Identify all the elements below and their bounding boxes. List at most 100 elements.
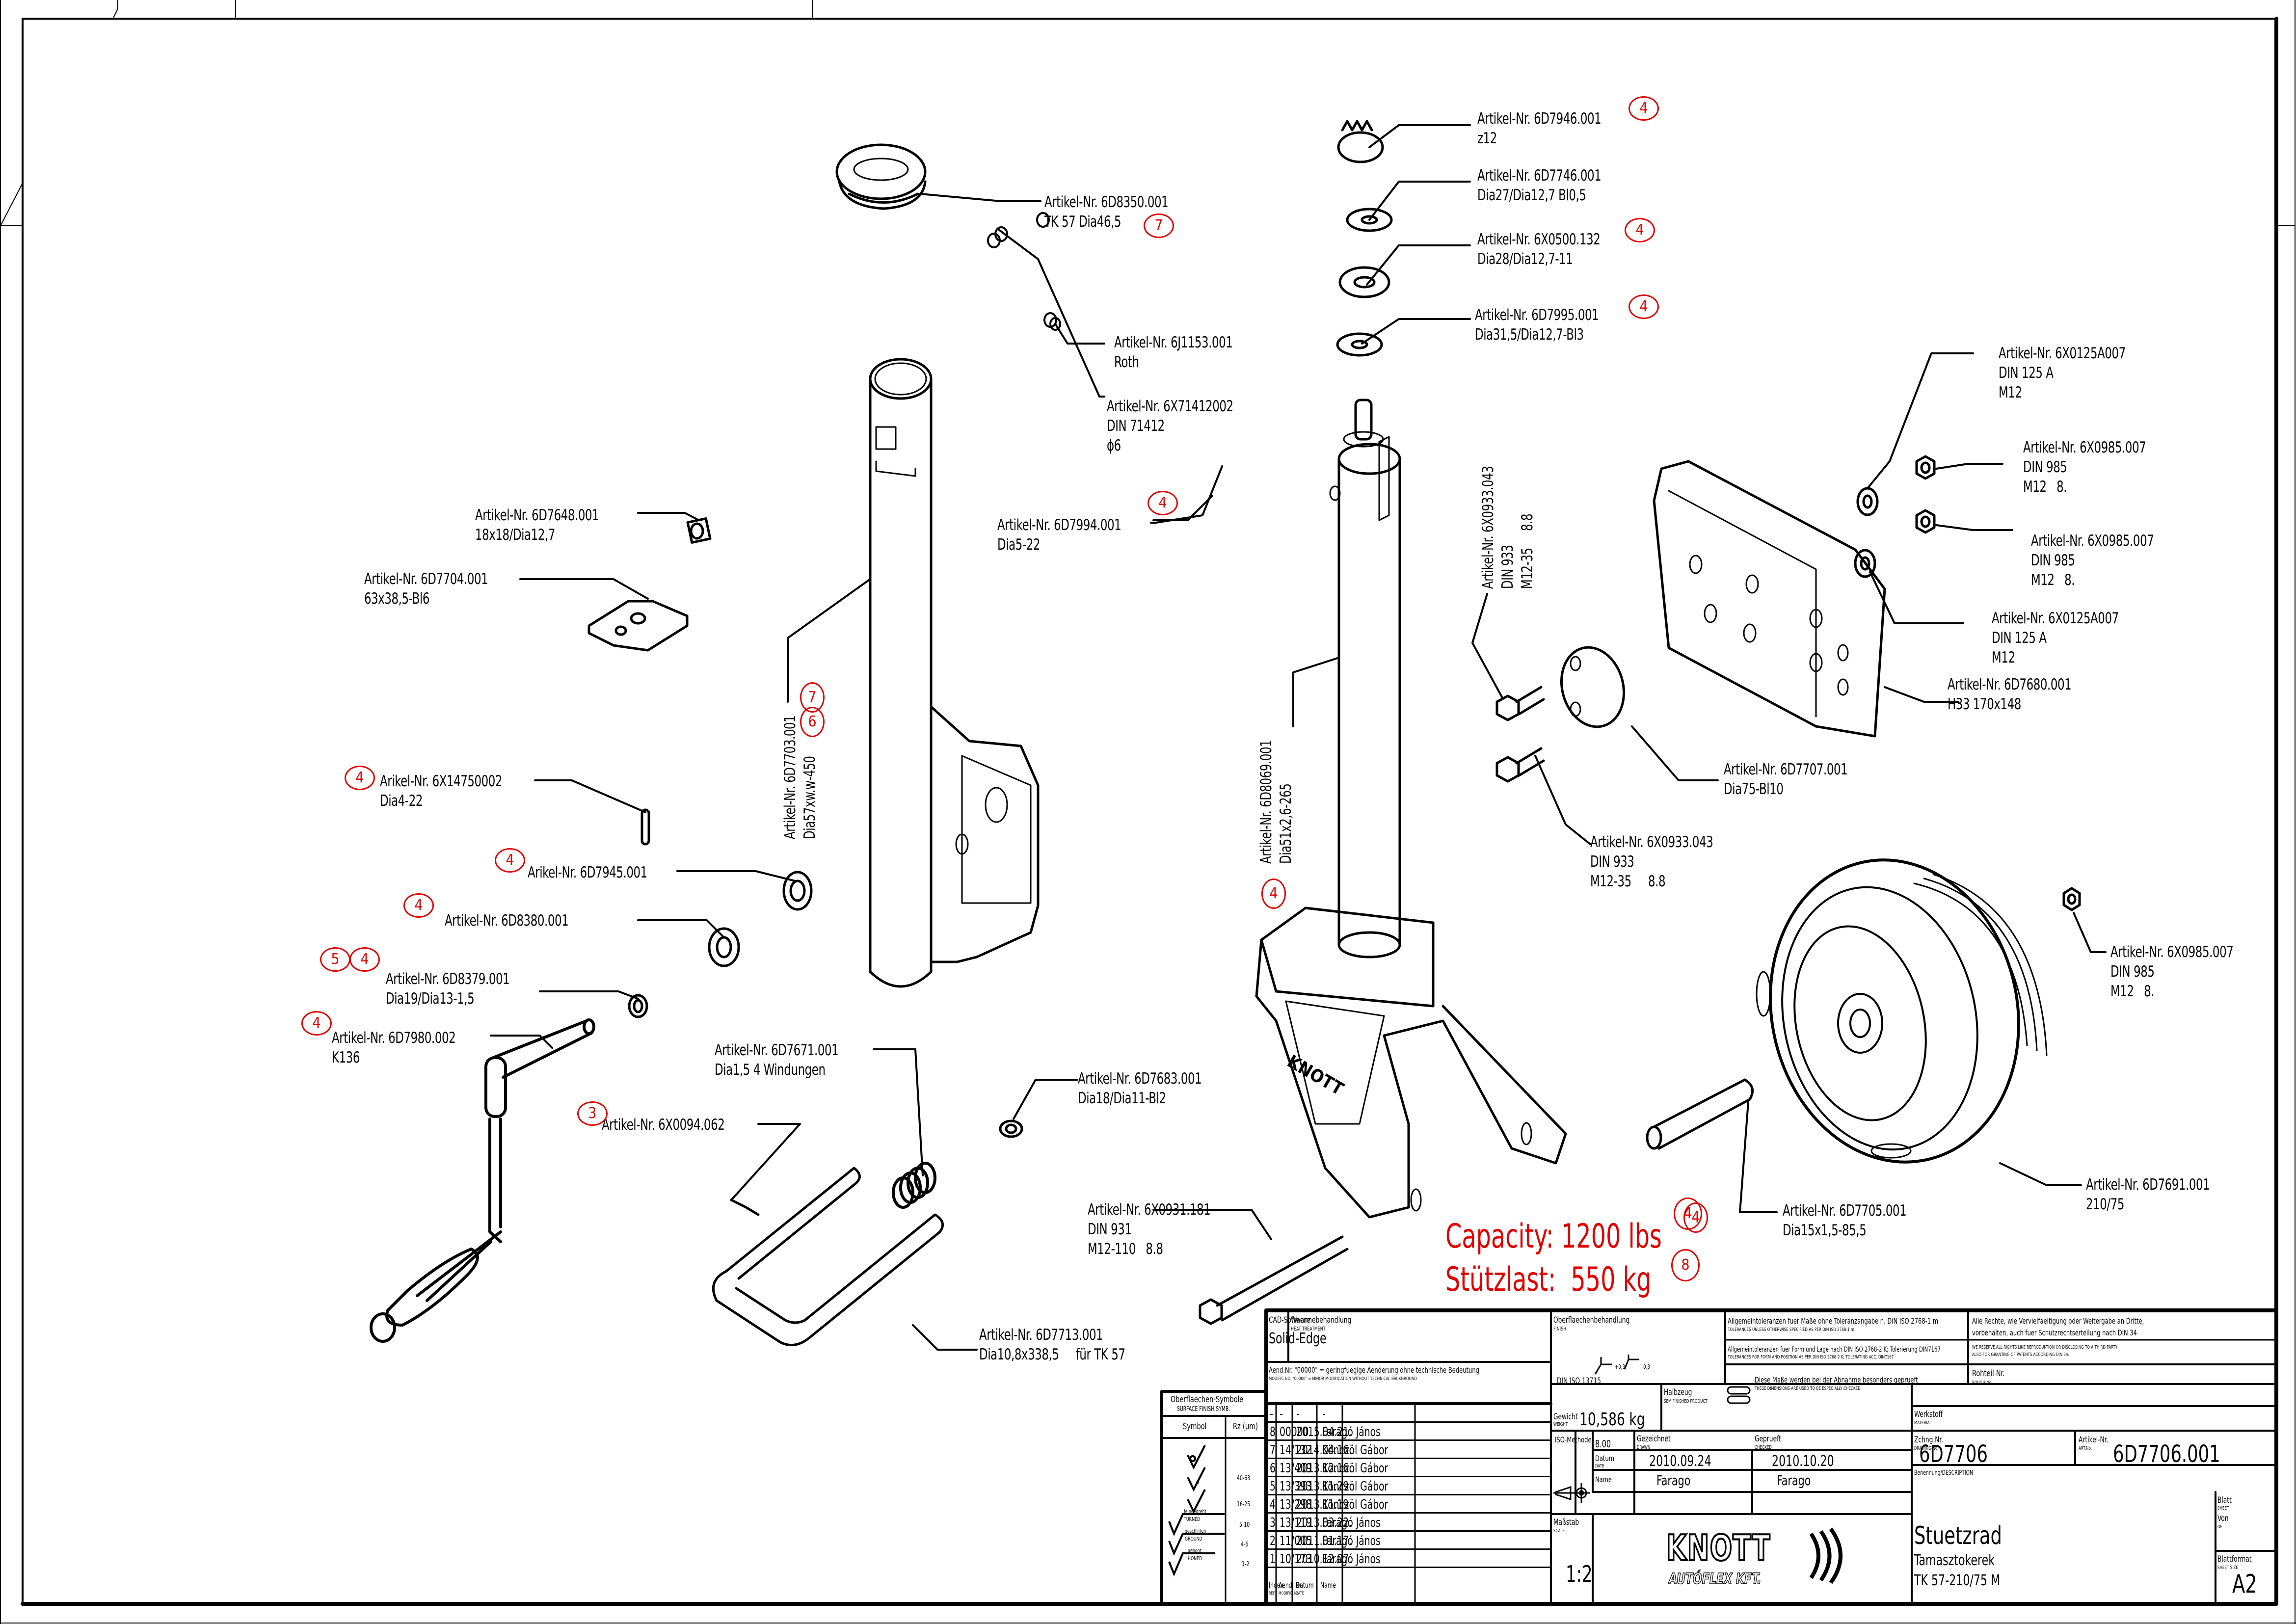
surface-label-ground: geschliffen (1185, 1528, 1206, 1534)
part-label-6D7945: Arikel-Nr. 6D7945.001 (528, 864, 647, 881)
rights-notice-en: WE RESERVE ALL RIGHTS LIKE REPRODUKTION … (1972, 1345, 2118, 1358)
rev-header-date: Datum (1296, 1581, 1314, 1590)
sheet-label-en: SHEET (2217, 1506, 2229, 1511)
drawing-no-label-en: DRAWING-No. (1914, 1446, 1939, 1451)
cap-part (835, 143, 927, 210)
rev-header-name: Name (1320, 1581, 1336, 1590)
bolts (1199, 686, 1545, 1325)
surface-col-rz: Rz (µm) (1233, 1421, 1258, 1432)
part-label-6D8380: Artikel-Nr. 6D8380.001 (445, 912, 569, 930)
finish-label: Oberflaechenbehandlung (1553, 1315, 1630, 1325)
revision-date: 2015.04.21. (1296, 1425, 1352, 1439)
drawing-number: 6D7706 (1919, 1440, 1988, 1468)
revision-name: Könczöl Gábor (1322, 1461, 1388, 1476)
revision-date: 2010.12.07. (1296, 1552, 1352, 1567)
revision-index: 1 (1270, 1552, 1276, 1567)
drawing-no-label: Zchng.Nr. (1914, 1435, 1944, 1445)
checked-dim-symbol (1727, 1386, 1751, 1404)
drawn-label: Gezeichnet (1637, 1434, 1671, 1444)
description-label: Benennung/DESCRIPTION (1914, 1469, 1974, 1477)
weight-label-en: WEIGHT (1553, 1422, 1568, 1427)
modification-note: Aend.Nr. "00000" = geringfuegige Aenderu… (1269, 1365, 1479, 1375)
material-label: Werkstoff (1914, 1410, 1943, 1419)
quantity-badge: 4 (403, 893, 434, 918)
quantity-badge: 4 (301, 1011, 332, 1036)
quantity-badge: 4 (1674, 1198, 1702, 1230)
revision-date: 2013.11.29 (1296, 1479, 1349, 1494)
name-label: Name (1595, 1475, 1612, 1484)
revision-index: 3 (1270, 1516, 1276, 1530)
cad-software-label: CAD-Software (1269, 1315, 1310, 1325)
sheet-size-label-en: SHEET SIZE (2217, 1565, 2238, 1571)
wheel-part (1756, 858, 2048, 1164)
drawing-frame (22, 18, 2277, 1605)
article-number: 6D7706.001 (2113, 1440, 2220, 1468)
quantity-badge: 4 (1629, 294, 1659, 319)
revision-mod: 11/005 (1280, 1534, 1312, 1548)
quantity-badge: 4 (349, 947, 380, 972)
drawn-name: Farago (1656, 1472, 1691, 1489)
revision-index: - (1270, 1407, 1273, 1421)
revision-date: 2014.04.16 (1296, 1443, 1349, 1458)
edge-plus: +0,3 (1615, 1363, 1625, 1370)
axle-part (1646, 1078, 1754, 1150)
revision-name: Könczöl Gábor (1322, 1443, 1388, 1458)
surface-symbol-ground (1168, 1533, 1225, 1556)
description-subtitle-1: Tamasztokerek (1914, 1552, 1995, 1569)
revision-date: 2013.03.22. (1296, 1516, 1352, 1530)
revision-name: Faragó János (1322, 1425, 1381, 1439)
weight-value: 10,586 kg (1579, 1410, 1645, 1430)
surface-rz-x: 16-25 (1237, 1501, 1251, 1508)
surface-rz-ground: 4-6 (1241, 1541, 1249, 1548)
surface-rz-honed: 1-2 (1242, 1561, 1250, 1568)
capacity-label: Capacity: 1200 lbs (1445, 1217, 1662, 1256)
surface-label-turned-en: TURNED (1184, 1516, 1201, 1522)
revision-mod: 13/298 (1280, 1497, 1312, 1512)
grease-nipple-parts (987, 212, 1061, 331)
quantity-badge: 7 (800, 682, 825, 713)
edge-minus: -0,3 (1642, 1363, 1650, 1370)
surface-label-honed-en: HONED (1188, 1555, 1202, 1562)
surface-label-ground-en: GROUND (1185, 1536, 1202, 1542)
surface-symbol-x (1187, 1489, 1206, 1514)
drawn-label-en: DRAWN (1637, 1445, 1651, 1450)
revision-mod: 13/409 (1280, 1461, 1312, 1476)
revision-index: 2 (1270, 1534, 1276, 1548)
checked-date: 2010.10.20 (1772, 1453, 1834, 1470)
semifinished-label: Halbzeug (1664, 1387, 1692, 1397)
outer-tube-part (869, 358, 1040, 988)
logo-arcs (1809, 1527, 1842, 1584)
revision-mod: 14/132 (1280, 1443, 1312, 1458)
support-load-label: Stützlast: 550 kg (1445, 1260, 1652, 1299)
scale-label: Maßstab (1553, 1518, 1579, 1527)
cad-software-value: Solid-Edge (1269, 1330, 1327, 1347)
surface-rz-w: 40-63 (1237, 1475, 1251, 1482)
surface-label-turned: feingedreht (1184, 1508, 1206, 1515)
surface-col-symbol: Symbol (1183, 1421, 1207, 1432)
revision-mod: 00000 (1280, 1425, 1309, 1439)
revision-index: 6 (1270, 1461, 1276, 1476)
crank-part (370, 1018, 595, 1343)
surface-check-symbols (1168, 1445, 1225, 1577)
mounting-plate-part (1653, 460, 1886, 738)
surface-symbols-title-en: SURFACE FINISH SYMB. (1177, 1406, 1230, 1413)
revision-index: 5 (1270, 1479, 1276, 1494)
quantity-badge: 4 (1625, 218, 1655, 242)
